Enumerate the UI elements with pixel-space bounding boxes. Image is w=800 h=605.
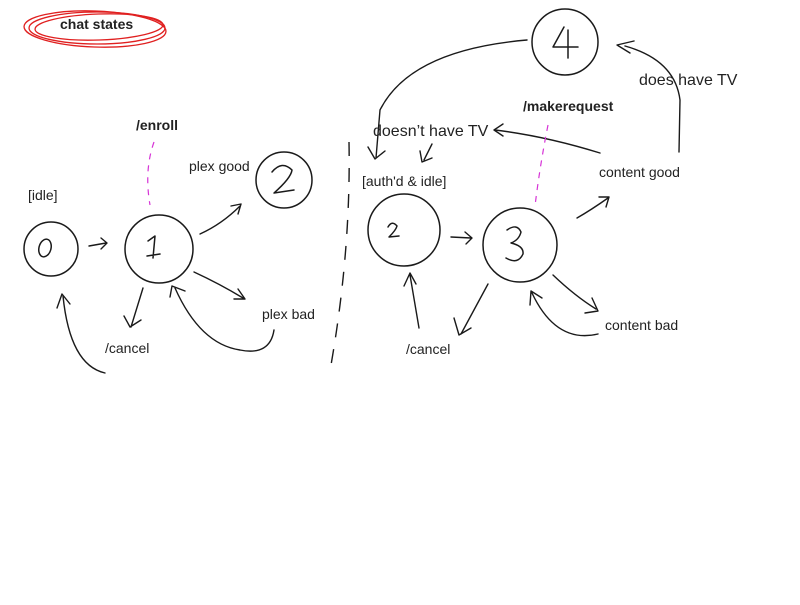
arrow-1-to-2-plex-good: [199, 203, 242, 235]
arrow-content-good-does-have-tv: [616, 40, 681, 153]
state-3: [482, 207, 558, 283]
arrow-2-cancel-return: [403, 272, 420, 329]
arrow-3-content-good: [576, 196, 610, 219]
state-3-digit: [505, 226, 524, 262]
makerequest-dash-line: [534, 124, 549, 207]
state-1-circle: [124, 214, 194, 284]
arrow-0-to-1: [88, 237, 108, 250]
label-cancel-right: /cancel: [406, 341, 450, 357]
label-makerequest: /makerequest: [523, 98, 614, 114]
label-content-bad: content bad: [605, 317, 678, 333]
label-doesnt-have-tv: doesn’t have TV: [373, 123, 489, 140]
arrow-1-cancel: [123, 287, 144, 328]
state-0: [23, 221, 79, 277]
enroll-dash-line: [147, 141, 155, 206]
state-0-digit: [38, 238, 52, 258]
label-plex-good: plex good: [189, 158, 250, 174]
state-0-circle: [23, 221, 79, 277]
label-idle: [idle]: [28, 187, 58, 203]
label-enroll: /enroll: [136, 117, 178, 133]
state-2-right: [367, 193, 441, 267]
arrow-4-to-authd-idle: [367, 39, 528, 160]
arrow-3-content-bad: [552, 274, 599, 314]
arrow-plex-bad-return-to-1: [169, 285, 275, 352]
state-2-left: [255, 151, 313, 209]
arrow-cancel-return-to-0: [56, 293, 106, 374]
state-2-left-circle: [255, 151, 313, 209]
arrow-1-plex-bad: [193, 271, 246, 300]
arrow-content-good-doesnt-have-tv: [493, 123, 601, 154]
state-2-right-circle: [367, 193, 441, 267]
label-authd-idle: [auth'd & idle]: [362, 173, 446, 189]
label-plex-bad: plex bad: [262, 306, 315, 322]
state-4: [531, 8, 599, 76]
state-1-digit: [146, 235, 161, 259]
label-content-good: content good: [599, 164, 680, 180]
label-does-have-tv: does have TV: [639, 72, 738, 89]
label-cancel-left: /cancel: [105, 340, 149, 356]
state-2-left-digit: [271, 164, 295, 194]
arrow-content-bad-return-to-3: [529, 290, 599, 337]
state-3-circle: [482, 207, 558, 283]
section-divider: [330, 141, 350, 366]
title-scribble-2: [34, 13, 164, 41]
title-group: chat states: [23, 10, 167, 48]
diagram-title: chat states: [60, 16, 133, 32]
state-2-right-digit: [387, 222, 400, 238]
arrow-2-to-3: [450, 231, 473, 245]
title-scribble-3: [23, 10, 167, 48]
state-4-digit: [552, 26, 579, 59]
state-4-circle: [531, 8, 599, 76]
arrow-3-cancel: [453, 283, 489, 336]
arrow-doesnt-have-tv-to-authd-idle: [419, 143, 433, 163]
state-1: [124, 214, 194, 284]
